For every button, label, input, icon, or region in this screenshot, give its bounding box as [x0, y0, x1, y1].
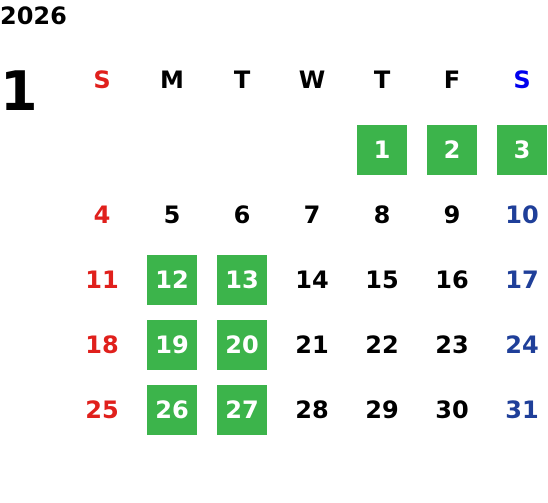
calendar-day-20[interactable]: 20 [217, 320, 267, 370]
calendar-day-24[interactable]: 24 [505, 331, 539, 359]
calendar-day-4[interactable]: 4 [93, 201, 111, 229]
weekday-header-wed: W [298, 66, 326, 94]
calendar-day-14[interactable]: 14 [295, 266, 329, 294]
weekday-header-sat: S [513, 66, 531, 94]
calendar-day-2[interactable]: 2 [427, 125, 477, 175]
calendar-day-16[interactable]: 16 [435, 266, 469, 294]
calendar-day-9[interactable]: 9 [443, 201, 461, 229]
calendar-day-3[interactable]: 3 [497, 125, 547, 175]
calendar-day-1[interactable]: 1 [357, 125, 407, 175]
calendar-day-25[interactable]: 25 [85, 396, 119, 424]
calendar-day-12[interactable]: 12 [147, 255, 197, 305]
calendar-day-22[interactable]: 22 [365, 331, 399, 359]
calendar-day-13[interactable]: 13 [217, 255, 267, 305]
calendar-day-29[interactable]: 29 [365, 396, 399, 424]
calendar-day-11[interactable]: 11 [85, 266, 119, 294]
calendar-day-6[interactable]: 6 [233, 201, 251, 229]
calendar-day-23[interactable]: 23 [435, 331, 469, 359]
year-label: 2026 [0, 2, 67, 30]
calendar-day-30[interactable]: 30 [435, 396, 469, 424]
calendar-day-19[interactable]: 19 [147, 320, 197, 370]
weekday-header-tue: T [233, 66, 251, 94]
calendar-day-17[interactable]: 17 [505, 266, 539, 294]
calendar-day-18[interactable]: 18 [85, 331, 119, 359]
calendar-day-28[interactable]: 28 [295, 396, 329, 424]
calendar-day-10[interactable]: 10 [505, 201, 539, 229]
calendar-day-31[interactable]: 31 [505, 396, 539, 424]
weekday-header-sun: S [93, 66, 111, 94]
calendar-day-15[interactable]: 15 [365, 266, 399, 294]
calendar-day-8[interactable]: 8 [373, 201, 391, 229]
calendar-day-27[interactable]: 27 [217, 385, 267, 435]
weekday-header-mon: M [160, 66, 184, 94]
weekday-header-thu: T [373, 66, 391, 94]
calendar-day-7[interactable]: 7 [303, 201, 321, 229]
month-number: 1 [0, 60, 38, 123]
calendar-day-5[interactable]: 5 [163, 201, 181, 229]
calendar-day-26[interactable]: 26 [147, 385, 197, 435]
weekday-header-fri: F [443, 66, 461, 94]
calendar-day-21[interactable]: 21 [295, 331, 329, 359]
